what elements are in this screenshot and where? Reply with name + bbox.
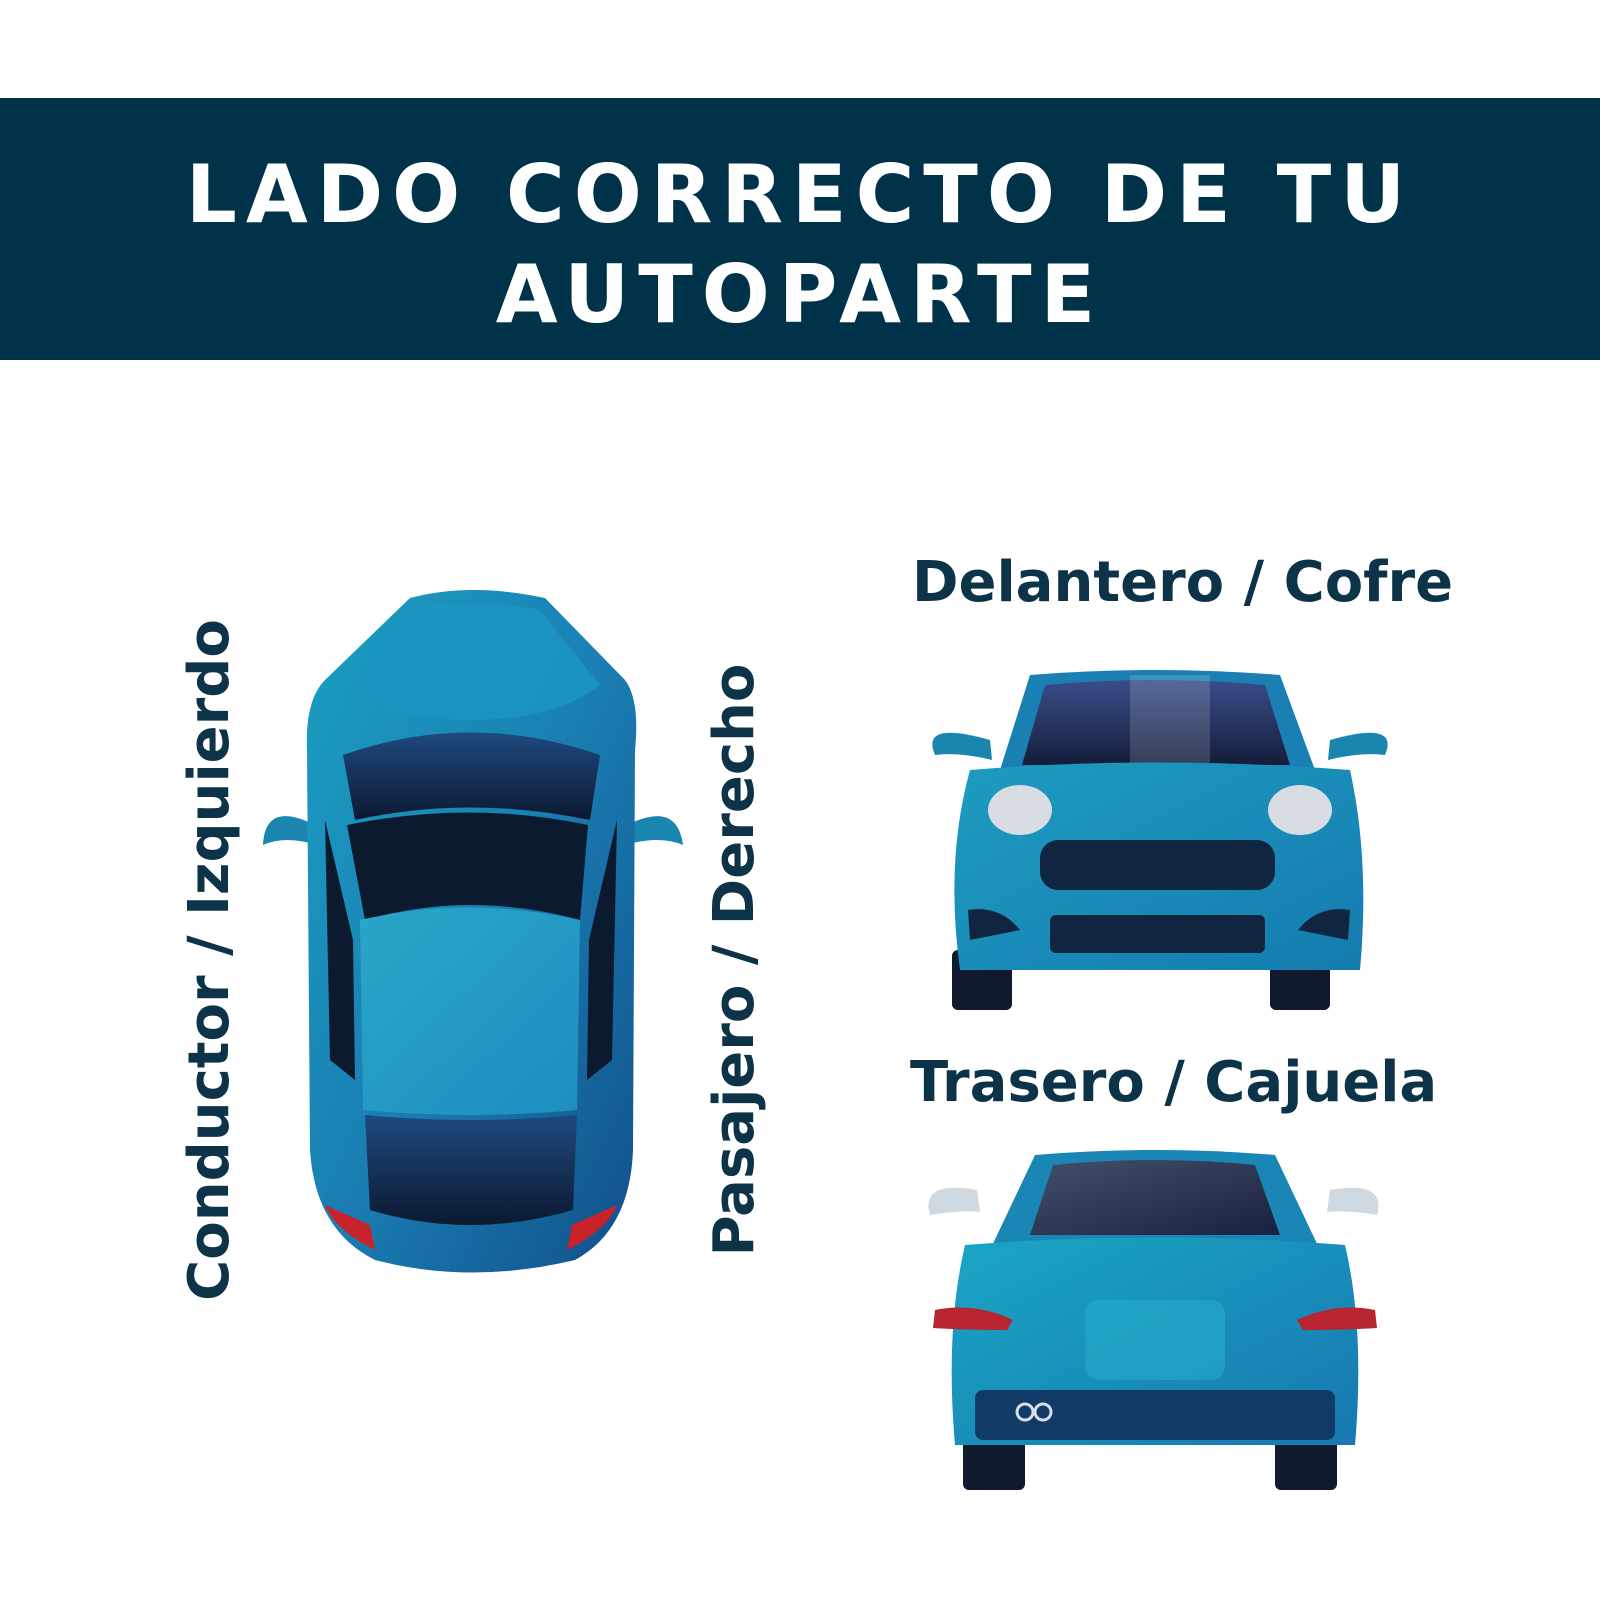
windshield [343, 732, 600, 820]
rear-window [365, 1115, 577, 1225]
front-right-headlight [1268, 785, 1332, 835]
front-windshield [1022, 680, 1290, 765]
front-right-mirror [1328, 732, 1388, 760]
title-banner [0, 98, 1600, 360]
rear-window [1030, 1160, 1280, 1235]
driver-left-label: Conductor / Izquierdo [177, 619, 242, 1301]
rear-right-light [1297, 1307, 1377, 1330]
page-title-line-1: LADO CORRECTO DE TU [185, 148, 1415, 241]
front-glass-band [347, 812, 588, 920]
rear-bumper [975, 1390, 1335, 1440]
front-right-foglamp [1298, 909, 1350, 940]
car-front-view [932, 670, 1388, 1010]
front-grille [1040, 840, 1275, 890]
rear-license-area [1085, 1300, 1225, 1380]
front-left-mirror [932, 732, 992, 760]
exhaust-pipe-left [1015, 1402, 1035, 1422]
page-title-line-2: AUTOPARTE [495, 248, 1105, 341]
left-mirror [263, 816, 317, 845]
passenger-right-label: Pasajero / Derecho [702, 663, 767, 1257]
rear-right-mirror [1327, 1187, 1379, 1215]
front-left-foglamp [968, 909, 1020, 940]
front-hood-label: Delantero / Cofre [912, 550, 1454, 615]
rear-left-light [933, 1307, 1013, 1330]
front-left-headlight [988, 785, 1052, 835]
roof [360, 907, 580, 1115]
rear-left-light [325, 1205, 375, 1250]
front-lower-intake [1050, 915, 1265, 953]
page-title: LADO CORRECTO DE TU AUTOPARTE [0, 145, 1600, 345]
car-top-view [263, 590, 683, 1273]
right-side-window [587, 820, 617, 1080]
front-windshield-glare [1130, 675, 1210, 765]
left-side-window [325, 820, 355, 1080]
rear-right-light [567, 1205, 617, 1250]
car-rear-view [928, 1150, 1379, 1490]
exhaust-pipe-right [1033, 1402, 1053, 1422]
right-mirror [625, 816, 683, 845]
hood [340, 602, 600, 720]
rear-trunk-label: Trasero / Cajuela [910, 1050, 1438, 1115]
rear-left-mirror [928, 1187, 980, 1215]
